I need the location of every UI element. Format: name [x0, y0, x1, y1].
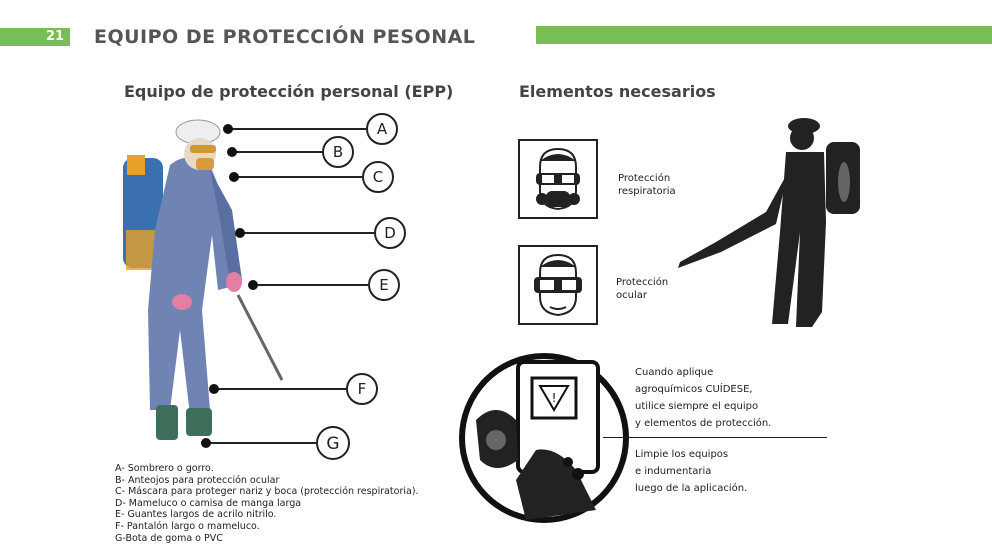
glove-left [172, 294, 192, 310]
legend-item: D- Mameluco o camisa de manga larga [115, 497, 302, 509]
legend-item: G-Bota de goma o PVC [115, 532, 223, 544]
coverall-suit [148, 157, 238, 415]
glove-right [226, 272, 242, 292]
elements-section-title: Elementos necesarios [519, 82, 716, 101]
label-d: D [384, 224, 396, 242]
boot-right [186, 408, 212, 436]
legend-item: C- Máscara para proteger nariz y boca (p… [115, 486, 419, 498]
epp-legend: A- Sombrero o gorro. B- Anteojos para pr… [115, 463, 419, 544]
ocular-label: Protección ocular [616, 277, 669, 301]
label-f: F [358, 380, 367, 398]
respiratory-mask-icon [518, 139, 598, 219]
header-accent-bar-left [0, 28, 70, 46]
goggles [190, 145, 216, 153]
epp-figure-illustration [123, 119, 284, 440]
legend-item: E- Guantes largos de acrilo nitrilo. [115, 509, 277, 521]
label-circle-a [366, 113, 398, 145]
header-accent-bar-right [536, 26, 992, 44]
callout-divider [603, 437, 827, 438]
boot-left [156, 405, 178, 440]
label-a: A [377, 120, 388, 138]
spray-wand [236, 294, 284, 381]
legend-item: B- Anteojos para protección ocular [115, 474, 280, 486]
label-c: C [373, 168, 383, 186]
page-number: 21 [45, 29, 65, 44]
legend-item: A- Sombrero o gorro. [115, 463, 214, 474]
page-title: EQUIPO DE PROTECCIÓN PESONAL [94, 26, 476, 48]
label-circle-c [362, 161, 394, 193]
label-g: G [326, 434, 339, 454]
mask [196, 158, 214, 170]
goggles-icon [518, 245, 598, 325]
legend-item: F- Pantalón largo o mameluco. [115, 520, 260, 532]
warning-text: Cuando aplique agroquímicos CUÍDESE, uti… [635, 367, 772, 429]
warning-circle-image: ! [459, 353, 629, 523]
label-e: E [379, 276, 388, 294]
epp-section-title: Equipo de protección personal (EPP) [124, 82, 454, 101]
label-circle-b [322, 136, 354, 168]
svg-text:!: ! [552, 391, 557, 405]
label-circle-e [368, 269, 400, 301]
label-circle-d [374, 217, 406, 249]
sprayer-silhouette [678, 118, 860, 327]
label-circle-f [346, 373, 378, 405]
label-b: B [333, 143, 343, 161]
label-circle-g [316, 426, 350, 460]
respiratory-label: Protección respiratoria [618, 173, 676, 197]
cleanup-text: Limpie los equipos e indumentaria luego … [635, 449, 748, 494]
